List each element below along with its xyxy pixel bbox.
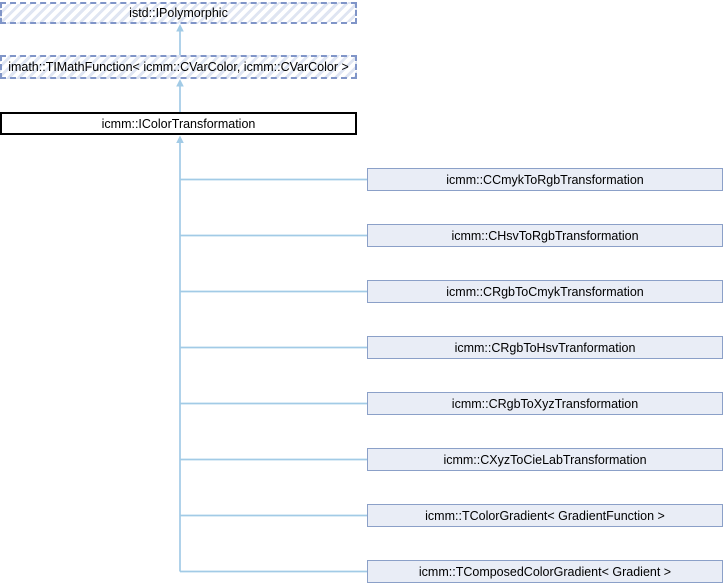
class-label: icmm::IColorTransformation	[101, 116, 256, 131]
class-label: icmm::TColorGradient< GradientFunction >	[425, 508, 665, 523]
class-box-crgb-to-hsv-tranformation[interactable]: icmm::CRgbToHsvTranformation	[367, 336, 723, 359]
class-label: icmm::CXyzToCieLabTransformation	[443, 452, 647, 467]
class-box-icolortransformation: icmm::IColorTransformation	[0, 112, 357, 135]
class-box-tcomposedcolorgradient[interactable]: icmm::TComposedColorGradient< Gradient >	[367, 560, 723, 583]
class-label: istd::IPolymorphic	[129, 6, 228, 20]
class-box-ccmyk-to-rgb-transformation[interactable]: icmm::CCmykToRgbTransformation	[367, 168, 723, 191]
class-box-chsv-to-rgb-transformation[interactable]: icmm::CHsvToRgbTransformation	[367, 224, 723, 247]
class-label: icmm::CHsvToRgbTransformation	[451, 228, 639, 243]
class-box-timathfunction: imath::TIMathFunction< icmm::CVarColor, …	[0, 55, 357, 79]
class-label: icmm::CRgbToHsvTranformation	[454, 340, 636, 355]
class-box-ipolymorphic: istd::IPolymorphic	[0, 2, 357, 24]
inheritance-arrowhead-icon	[176, 79, 184, 87]
class-box-crgb-to-xyz-transformation[interactable]: icmm::CRgbToXyzTransformation	[367, 392, 723, 415]
class-box-tcolorgradient[interactable]: icmm::TColorGradient< GradientFunction >	[367, 504, 723, 527]
class-label: imath::TIMathFunction< icmm::CVarColor, …	[8, 60, 349, 74]
class-label: icmm::TComposedColorGradient< Gradient >	[418, 564, 672, 579]
class-box-crgb-to-cmyk-transformation[interactable]: icmm::CRgbToCmykTransformation	[367, 280, 723, 303]
class-label: icmm::CRgbToCmykTransformation	[446, 284, 644, 299]
inheritance-arrowhead-icon	[176, 24, 184, 32]
class-label: icmm::CRgbToXyzTransformation	[451, 396, 639, 411]
inheritance-arrowhead-icon	[176, 135, 184, 143]
class-label: icmm::CCmykToRgbTransformation	[446, 172, 644, 187]
class-box-cxyz-to-cielab-transformation[interactable]: icmm::CXyzToCieLabTransformation	[367, 448, 723, 471]
